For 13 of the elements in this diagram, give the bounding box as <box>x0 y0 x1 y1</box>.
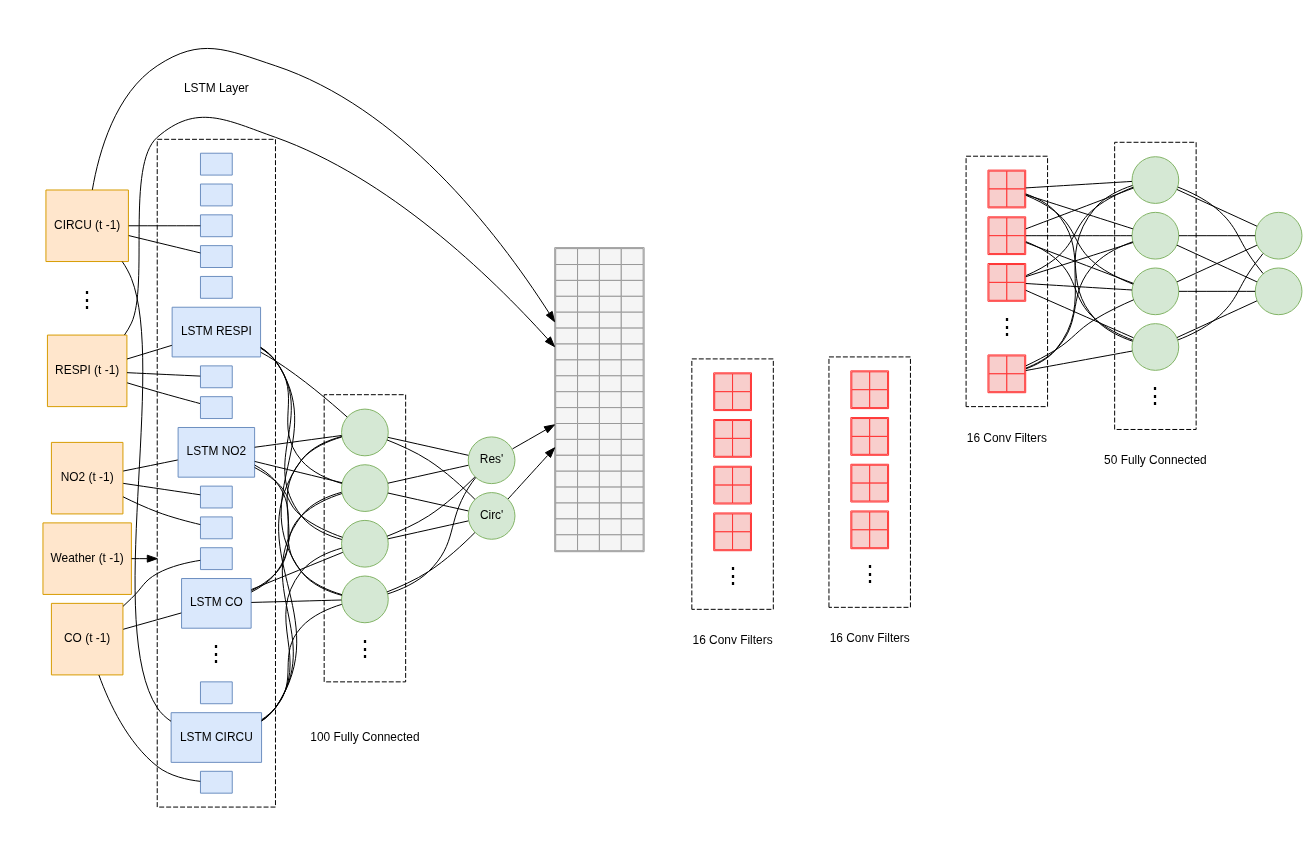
label: ⋮ <box>205 640 228 666</box>
label: 16 Conv Filters <box>829 631 910 646</box>
label: ⋮ <box>721 563 744 589</box>
label: 16 Conv Filters <box>692 633 773 648</box>
label: 100 Fully Connected <box>310 729 420 744</box>
label: LSTM Layer <box>183 80 249 95</box>
label: ⋮ <box>995 313 1018 339</box>
label: 16 Conv Filters <box>966 430 1047 445</box>
label: ⋮ <box>76 286 99 312</box>
label: ⋮ <box>858 561 881 587</box>
label: 50 Fully Connected <box>1104 453 1207 468</box>
label: ⋮ <box>1144 383 1167 409</box>
label: ⋮ <box>353 635 376 661</box>
